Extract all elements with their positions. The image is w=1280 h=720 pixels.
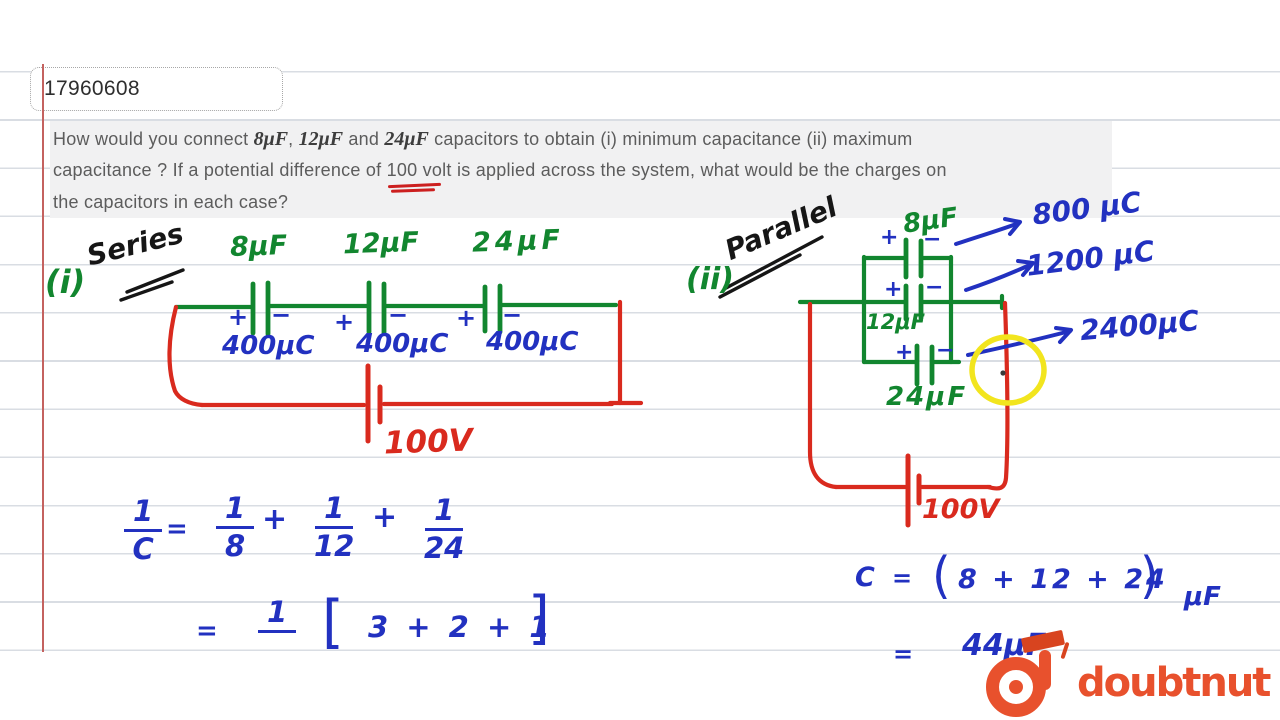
question-text: ,: [288, 129, 299, 149]
parallel-title-underline: [718, 235, 824, 299]
question-block: How would you connect 8μF, 12μF and 24μF…: [50, 121, 1112, 218]
math-term-24uF: 24μF: [384, 128, 429, 150]
close-bracket: ]: [528, 584, 550, 653]
equals-sign: =: [892, 564, 913, 592]
question-text: and: [343, 129, 385, 149]
series-voltage: 100V: [383, 422, 474, 462]
parallel-voltage: 100V: [922, 494, 1000, 525]
question-text: 100 volt: [386, 160, 452, 180]
highlighted-100-volt: 100 volt: [386, 160, 452, 193]
charge-arrow-2: [964, 262, 1034, 292]
series-capacitor-plates: [250, 280, 503, 337]
polarity-minus: −: [502, 301, 523, 329]
question-text: the capacitors in each case?: [53, 192, 289, 212]
formula-C: C: [855, 562, 875, 593]
question-line-2: capacitance ? If a potential difference …: [53, 160, 947, 193]
series-section-index: (i): [45, 263, 86, 301]
cursor-highlight: [969, 334, 1047, 406]
series-charge-2: 400μC: [356, 329, 449, 359]
open-bracket: [: [322, 588, 344, 657]
logo-d-icon-dot: [1009, 680, 1023, 694]
math-term-12uF: 12μF: [298, 128, 344, 150]
logo-wordmark: doubtnut: [1077, 660, 1271, 706]
open-paren: (: [932, 546, 951, 606]
polarity-minus: −: [271, 301, 292, 329]
parallel-circuit-drawing: [797, 237, 1010, 528]
polarity-plus: +: [895, 340, 914, 365]
parallel-wire-green: [797, 254, 1005, 365]
parallel-capacitor-label-3: 24μF: [886, 382, 968, 412]
parallel-battery: [905, 453, 922, 528]
series-charge-3: 400μC: [486, 327, 579, 357]
series-circuit-drawing: [167, 280, 644, 444]
equals-sign: =: [893, 640, 914, 668]
close-paren: ): [1140, 546, 1159, 606]
question-id-badge: 17960608: [30, 67, 283, 111]
series-wire-red: [167, 299, 644, 408]
question-text: capacitance ? If a potential difference …: [53, 160, 387, 180]
margin-line: [42, 64, 45, 652]
question-line-3: the capacitors in each case?: [53, 192, 288, 213]
plus-operator: +: [262, 502, 288, 537]
series-battery: [365, 363, 383, 444]
polarity-minus: −: [936, 338, 955, 363]
question-text: is applied across the system, what would…: [451, 160, 947, 180]
polarity-minus: −: [388, 301, 409, 329]
math-term-8uF: 8μF: [253, 128, 289, 150]
paren-sum: 8 + 12 + 24: [958, 564, 1168, 595]
formula-frac-cutoff: 1: [258, 597, 297, 633]
bracket-sum: 3 + 2 + 1: [368, 610, 554, 644]
question-id-text: 17960608: [44, 77, 140, 100]
polarity-plus: +: [228, 303, 249, 331]
plus-operator: +: [372, 500, 398, 535]
polarity-plus: +: [456, 304, 477, 332]
series-capacitor-label-3: 24μF: [471, 224, 565, 259]
series-capacitor-label-2: 12μF: [342, 226, 420, 261]
parallel-capacitor-label-2: 12μF: [866, 310, 926, 334]
question-text: capacitors to obtain (i) minimum capacit…: [428, 129, 913, 149]
series-capacitor-label-1: 8μF: [229, 230, 288, 263]
question-line-1: How would you connect 8μF, 12μF and 24μF…: [53, 128, 912, 151]
unit-uF: μF: [1184, 582, 1221, 612]
polarity-plus: +: [880, 225, 899, 250]
polarity-minus: −: [925, 275, 944, 300]
series-title-underline: [119, 268, 185, 302]
series-wire-green: [173, 302, 619, 310]
question-text: How would you connect: [53, 129, 254, 149]
charge-arrow-1: [954, 221, 1021, 246]
polarity-plus: +: [334, 308, 355, 336]
polarity-plus: +: [884, 277, 903, 302]
logo-d-icon-stem: [1039, 650, 1051, 690]
doubtnut-logo: doubtnut: [975, 629, 1280, 720]
parallel-capacitor-plates: [903, 237, 935, 387]
equals-sign: =: [166, 514, 188, 544]
polarity-minus: −: [923, 227, 942, 252]
parallel-section-index: (ii): [686, 262, 734, 297]
series-charge-1: 400μC: [222, 331, 315, 361]
equals-sign: =: [196, 616, 218, 646]
cursor-dot: [1000, 370, 1006, 376]
